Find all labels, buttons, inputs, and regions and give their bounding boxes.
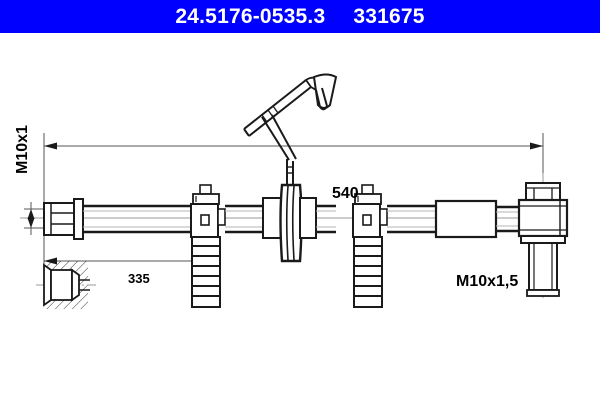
hose-segment-mid-left: [225, 204, 266, 234]
retaining-arm-bracket: [243, 73, 338, 185]
section-detail-view: [36, 261, 96, 309]
left-end-fitting: [43, 198, 84, 240]
hose-segment-right: [387, 204, 436, 234]
spring-guard-left: [191, 236, 221, 308]
thread-label-right: M10x1,5: [456, 273, 519, 290]
part-number: 24.5176-0535.3: [175, 4, 326, 28]
clip-bracket-left: [190, 184, 226, 238]
center-hub-flange: [262, 183, 317, 263]
drawing-svg: [20, 73, 569, 309]
dimension-label-335: 335: [128, 271, 150, 286]
dimension-label-540: 540: [332, 185, 359, 202]
technical-drawing-canvas: 540 335 M10x1,5 M10x1: [0, 33, 600, 400]
hose-segment-end: [496, 205, 521, 233]
hose-segment-mid-right: [316, 204, 336, 234]
thread-label-left: M10x1: [14, 125, 31, 174]
crimp-sleeve: [434, 199, 498, 239]
reference-number: 331675: [353, 4, 425, 28]
right-banjo-fitting: [517, 173, 569, 298]
clip-bracket-right: [352, 184, 388, 238]
title-bar: 24.5176-0535.3 331675: [0, 0, 600, 33]
hose-segment-left: [83, 204, 196, 234]
spring-guard-right: [353, 236, 383, 308]
